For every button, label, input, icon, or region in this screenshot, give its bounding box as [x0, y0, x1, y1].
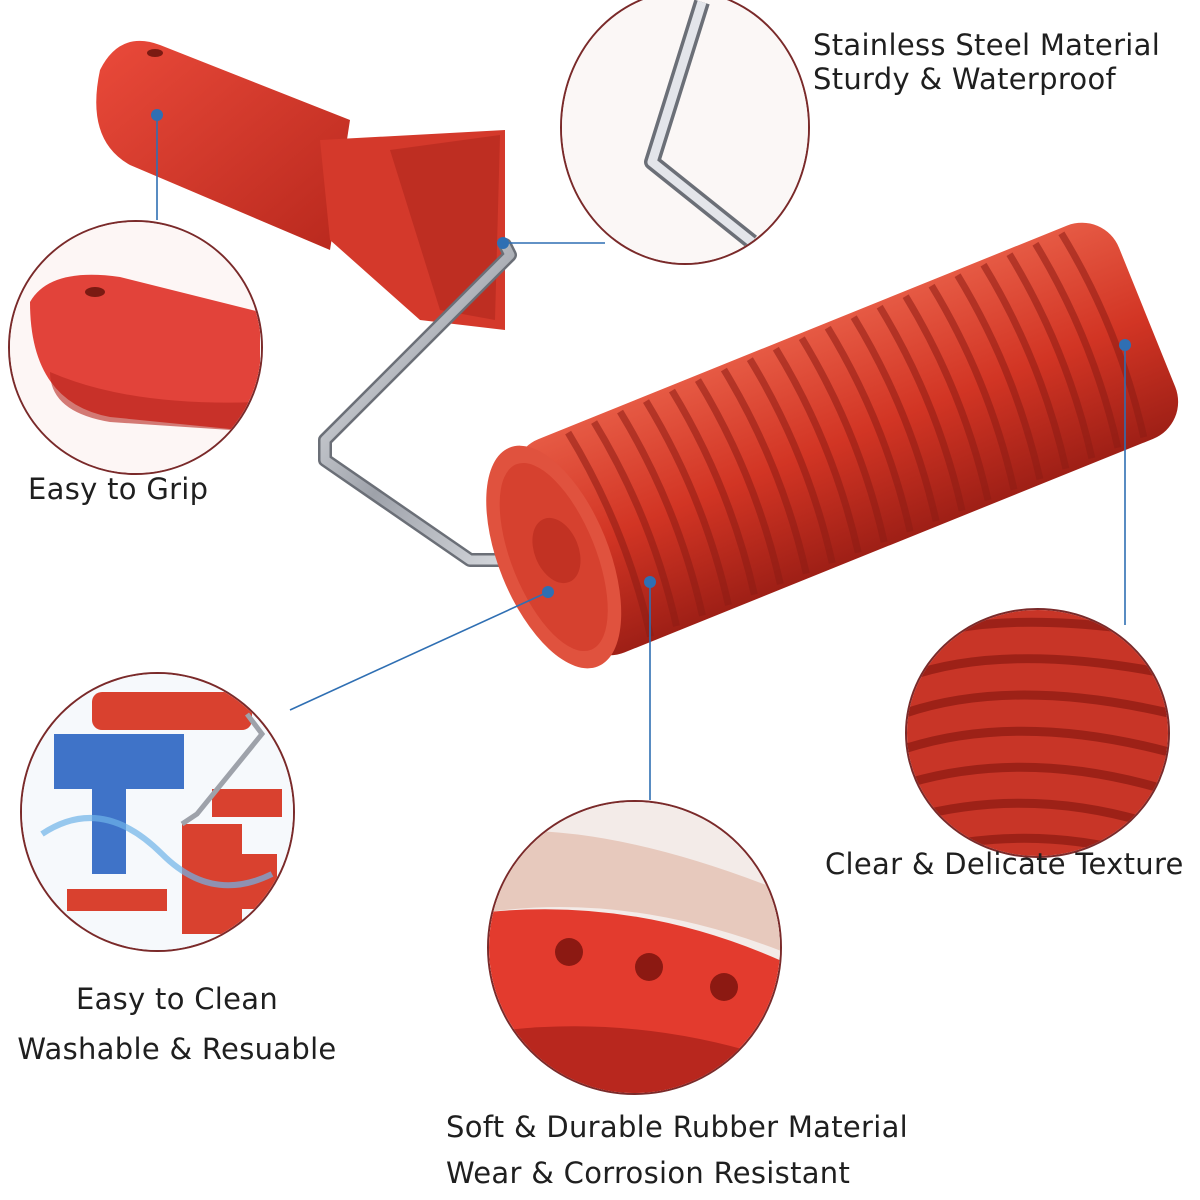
roller-rib [772, 346, 862, 554]
roller-rib [824, 325, 914, 533]
grip-detail-circle [8, 220, 263, 475]
texture-caption-line1: Clear & Delicate Texture [825, 847, 1184, 881]
leader-dots [151, 109, 1131, 598]
texture-caption: Clear & Delicate Texture [825, 847, 1184, 881]
roller-rib [876, 304, 966, 512]
rubber-detail-circle [487, 800, 782, 1095]
rubber-caption: Soft & Durable Rubber Material Wear & Co… [446, 1104, 908, 1196]
roller-rib [850, 315, 940, 522]
roller-rib [694, 378, 784, 585]
roller-rib [746, 357, 836, 564]
rubber-caption-line1: Soft & Durable Rubber Material [446, 1110, 909, 1144]
roller-rib [954, 273, 1044, 480]
roller-rib [928, 283, 1018, 491]
roller-rib [668, 388, 758, 596]
texture-detail-circle [905, 608, 1170, 858]
grip-caption-line1: Easy to Grip [28, 472, 209, 506]
textured-roller [486, 222, 1179, 669]
roller-rib [591, 420, 680, 627]
clean-detail-circle [20, 672, 295, 952]
rubber-caption-line2: Wear & Corrosion Resistant [446, 1156, 851, 1190]
roller-rib [617, 409, 706, 617]
roller-rib [902, 294, 992, 501]
roller-rib [1058, 231, 1148, 439]
steel-detail-circle [560, 0, 810, 265]
steel-caption: Stainless Steel Material Sturdy & Waterp… [813, 28, 1160, 96]
leader-lines [156, 118, 1126, 800]
steel-caption-line1: Stainless Steel Material [813, 28, 1161, 62]
roller-rib [980, 262, 1070, 470]
roller-rib [798, 336, 888, 543]
clean-caption: Easy to Clean Washable & Resuable [12, 974, 342, 1074]
steel-caption-line2: Sturdy & Waterproof [813, 62, 1117, 96]
clean-caption-line2: Washable & Resuable [17, 1032, 337, 1066]
grip-caption: Easy to Grip [28, 472, 208, 506]
roller-rib [643, 399, 732, 606]
roller-handle [96, 40, 505, 330]
roller-rib [565, 430, 654, 638]
clean-caption-line1: Easy to Clean [75, 982, 279, 1016]
steel-frame [318, 238, 567, 567]
roller-rib [1006, 252, 1096, 459]
roller-rib [1032, 241, 1122, 449]
roller-rib [720, 367, 810, 575]
